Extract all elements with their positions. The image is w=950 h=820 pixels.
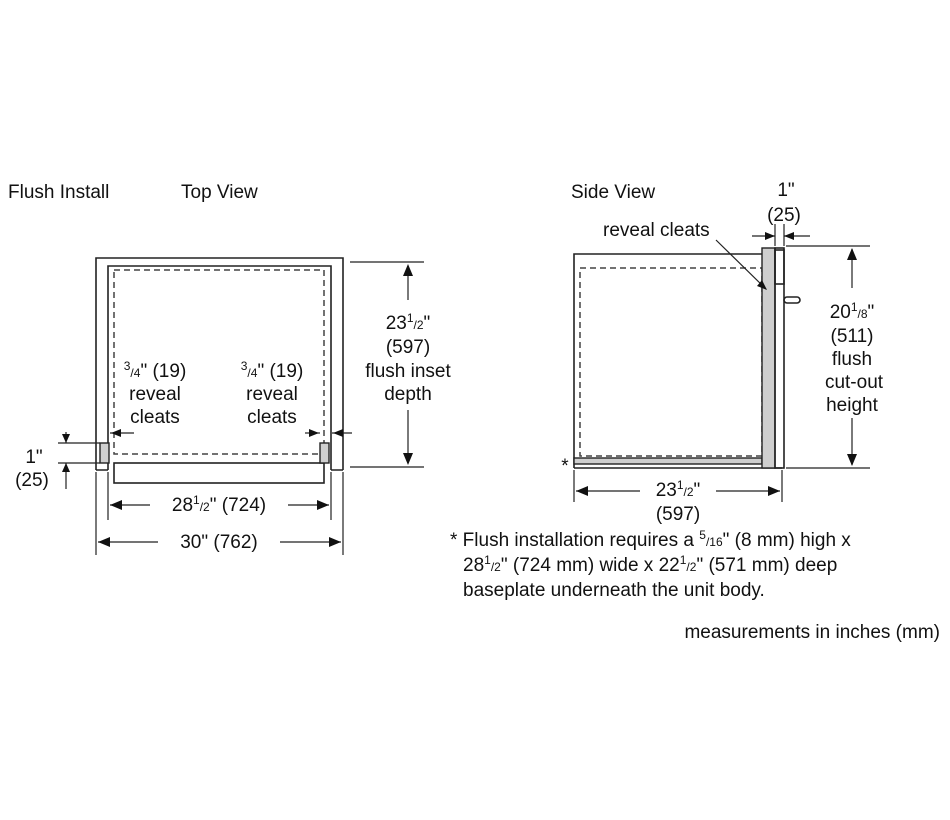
- height-desc-line3: height: [826, 395, 878, 416]
- right-cleat-label-line2: reveal: [246, 384, 298, 405]
- outer-width-arrow-right: [329, 537, 341, 547]
- top-view-cabinet-outline: [95, 257, 344, 471]
- offset-inches-label: 1": [25, 447, 42, 468]
- footnote-line-3: baseplate underneath the unit body.: [463, 580, 765, 601]
- footnote-line-2: 281/2" (724 mm) wide x 221/2" (571 mm) d…: [463, 553, 837, 576]
- side-view-door: [774, 249, 785, 469]
- height-desc-line2: cut-out: [825, 372, 884, 393]
- height-arrow-top: [847, 248, 857, 260]
- side-view-control-panel: [774, 247, 785, 285]
- inner-width-arrow-left: [110, 500, 122, 510]
- top-view-left-cleat: [99, 442, 110, 464]
- height-desc-line1: flush: [832, 349, 872, 370]
- right-cleat-arrow-a: [309, 429, 319, 437]
- side-top-arrow-right: [784, 232, 794, 240]
- right-cleat-arrow-b: [333, 429, 343, 437]
- flush-install-heading: Flush Install: [8, 182, 109, 203]
- side-view-baseplate: [573, 457, 763, 465]
- depth-desc-line2: depth: [384, 384, 432, 405]
- side-view: Side View * reveal cleats 1" (25): [561, 180, 883, 525]
- height-arrow-bottom: [847, 454, 857, 466]
- left-cleat-label-line3: cleats: [130, 407, 180, 428]
- side-depth-arrow-left: [576, 486, 588, 496]
- left-cleat-size-label: 3/4" (19): [124, 359, 187, 382]
- measurements-note: measurements in inches (mm): [684, 622, 940, 643]
- side-view-handle: [783, 296, 801, 304]
- right-cleat-size-label: 3/4" (19): [241, 359, 304, 382]
- footnote: * Flush installation requires a 5/16" (8…: [450, 528, 851, 601]
- depth-mm-label: (597): [386, 337, 430, 358]
- side-top-offset-inches: 1": [777, 180, 794, 201]
- top-view-door: [113, 462, 325, 484]
- side-view-cabinet-outline: [573, 253, 765, 468]
- offset-arrow-up: [62, 463, 70, 472]
- side-view-unit-outline: [579, 267, 763, 457]
- side-view-asterisk: *: [561, 456, 569, 477]
- inner-width-arrow-right: [317, 500, 329, 510]
- depth-arrow-top: [403, 264, 413, 276]
- side-depth-label: 231/2": [656, 478, 701, 501]
- left-cleat-arrow: [111, 429, 121, 437]
- height-label: 201/8": [830, 300, 875, 323]
- height-mm-label: (511): [831, 326, 874, 347]
- top-view: Flush Install Top View 231/2" (597) flus…: [8, 182, 451, 555]
- side-reveal-cleats-label: reveal cleats: [603, 220, 710, 241]
- side-view-reveal-cleat: [761, 247, 776, 469]
- outer-width-label: 30" (762): [180, 532, 258, 553]
- left-cleat-label-line2: reveal: [129, 384, 181, 405]
- top-view-right-cleat: [319, 442, 330, 464]
- depth-arrow-bottom: [403, 453, 413, 465]
- side-depth-mm-label: (597): [656, 504, 700, 525]
- side-top-arrow-left: [765, 232, 775, 240]
- offset-arrow-down: [62, 434, 70, 443]
- reveal-cleats-leader-arrow: [757, 280, 767, 290]
- top-view-unit-outline: [113, 269, 325, 455]
- top-view-cabinet-inner-wall: [107, 265, 332, 470]
- top-view-heading: Top View: [181, 182, 258, 203]
- side-top-offset-mm: (25): [767, 205, 801, 226]
- right-cleat-label-line3: cleats: [247, 407, 297, 428]
- side-depth-arrow-right: [768, 486, 780, 496]
- footnote-line-1: * Flush installation requires a 5/16" (8…: [450, 528, 851, 551]
- side-view-heading: Side View: [571, 182, 655, 203]
- offset-mm-label: (25): [15, 470, 49, 491]
- inner-width-label: 281/2" (724): [172, 493, 266, 516]
- outer-width-arrow-left: [98, 537, 110, 547]
- reveal-cleats-leader-line: [715, 239, 767, 290]
- depth-label: 231/2": [386, 311, 431, 334]
- depth-desc-line1: flush inset: [365, 361, 451, 382]
